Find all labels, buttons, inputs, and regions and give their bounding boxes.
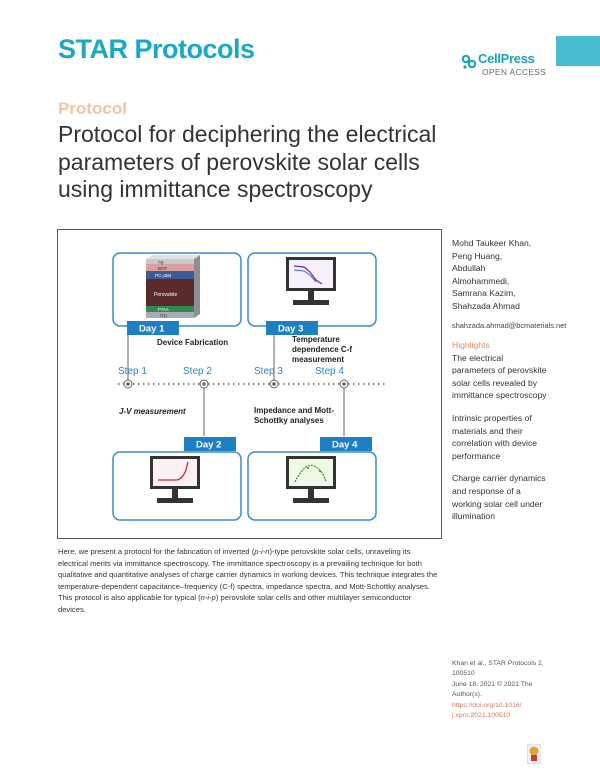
highlight-item: The electrical parameters of perovskite … (452, 352, 547, 401)
timeline-node (123, 379, 133, 389)
layer-label-ptaa: PTAA (158, 307, 169, 312)
abstract-text: ) perovskite solar cells and other multi… (58, 593, 412, 614)
sidebar: Mohd Taukeer Khan, Peng Huang, Abdullah … (452, 237, 567, 533)
monitor-icon (286, 257, 336, 305)
impedance-label-line-2: Schottky analyses (254, 416, 324, 425)
corresponding-email[interactable]: shahzada.ahmad@bcmaterials.net (452, 320, 567, 330)
doi-link[interactable]: https://doi.org/10.1016/ (452, 701, 522, 709)
citation-block: Khan et al., STAR Protocols 2, 100510 Ju… (452, 659, 552, 721)
layer-label-pcbm: PC₇₁BM (155, 273, 171, 278)
article-type: Protocol (58, 99, 127, 118)
layer-perovskite (146, 279, 194, 306)
graphical-abstract: Ag BCP PC₇₁BM Perovskite PTAA ITO (57, 229, 442, 539)
temperature-label-line-2: dependence C-f (292, 345, 352, 354)
temperature-label-line-3: measurement (292, 355, 344, 364)
day-label: Day 1 (127, 321, 179, 335)
monitor-icon (286, 456, 336, 503)
day-label: Day 2 (184, 437, 236, 451)
author-name: Almohammedi, (452, 275, 510, 286)
layer-label-ag: Ag (158, 260, 164, 265)
timeline-node (269, 379, 279, 389)
abstract: Here, we present a protocol for the fabr… (58, 546, 438, 615)
highlight-item: Charge carrier dynamics and response of … (452, 473, 546, 522)
monitor-icon (150, 456, 200, 503)
step-3-label: Step 3 (254, 366, 283, 377)
check-for-updates-icon[interactable] (527, 744, 541, 764)
day-3-label: Day 3 (278, 324, 303, 335)
highlights-heading: Highlights (452, 340, 490, 351)
step-4-label: Step 4 (315, 366, 344, 377)
graphical-abstract-figure: Ag BCP PC₇₁BM Perovskite PTAA ITO (112, 252, 388, 521)
step-1-label: Step 1 (118, 366, 147, 377)
author-name: Mohd Taukeer Khan, (452, 238, 532, 248)
jv-measurement-label: J-V measurement (119, 407, 186, 416)
author-name: Abdullah (452, 263, 486, 274)
abstract-text: Here, we present a protocol for the fabr… (58, 547, 255, 556)
step-2-label: Step 2 (183, 366, 212, 377)
doi-link[interactable]: j.xpro.2021.100510 (452, 712, 511, 720)
author-name: Samrana Kazim, (452, 288, 516, 299)
layer-ag (146, 259, 194, 264)
timeline-node (199, 379, 209, 389)
abstract-text: )-type perovskite solar cells, unravelin… (58, 547, 438, 602)
timeline-node (339, 379, 349, 389)
cellpress-logo-icon (461, 54, 477, 69)
layer-bcp (146, 264, 194, 271)
citation-line: Khan et al., STAR Protocols 2, (452, 660, 544, 667)
layer-label-ito: ITO (160, 314, 168, 319)
layer-ptaa (146, 306, 194, 312)
day-label: Day 4 (320, 437, 372, 451)
impedance-label-line-1: Impedance and Mott- (254, 406, 334, 415)
day-1-label: Day 1 (139, 324, 165, 335)
abstract-italic-pin: p-i-n (254, 547, 270, 556)
layer-label-bcp: BCP (158, 266, 167, 271)
day-2-label: Day 2 (196, 440, 221, 451)
day-label: Day 3 (266, 321, 318, 335)
citation-line: June 18, 2021 © 2021 The (452, 680, 533, 688)
citation-line: Author(s). (452, 691, 482, 699)
highlight-item: Intrinsic properties of materials and th… (452, 413, 538, 461)
day-4-label: Day 4 (332, 440, 358, 451)
temperature-label-line-1: Temperature (292, 335, 340, 344)
author-name: Peng Huang, (452, 250, 503, 261)
decorative-tab (556, 36, 600, 66)
publisher-name[interactable]: CellPress (478, 51, 535, 66)
layer-label-perovskite: Perovskite (154, 292, 178, 298)
author-name: Shahzada Ahmad (452, 300, 520, 311)
citation-line: 100510 (452, 670, 475, 678)
layer-pcbm (146, 271, 194, 279)
device-fabrication-label: Device Fabrication (157, 338, 228, 347)
journal-title: STAR Protocols (58, 34, 255, 64)
article-title: Protocol for deciphering the electrical … (58, 121, 437, 202)
abstract-italic-nip: n-i-p (200, 593, 216, 602)
layer-ito (146, 312, 194, 318)
open-access-label: OPEN ACCESS (482, 67, 547, 77)
